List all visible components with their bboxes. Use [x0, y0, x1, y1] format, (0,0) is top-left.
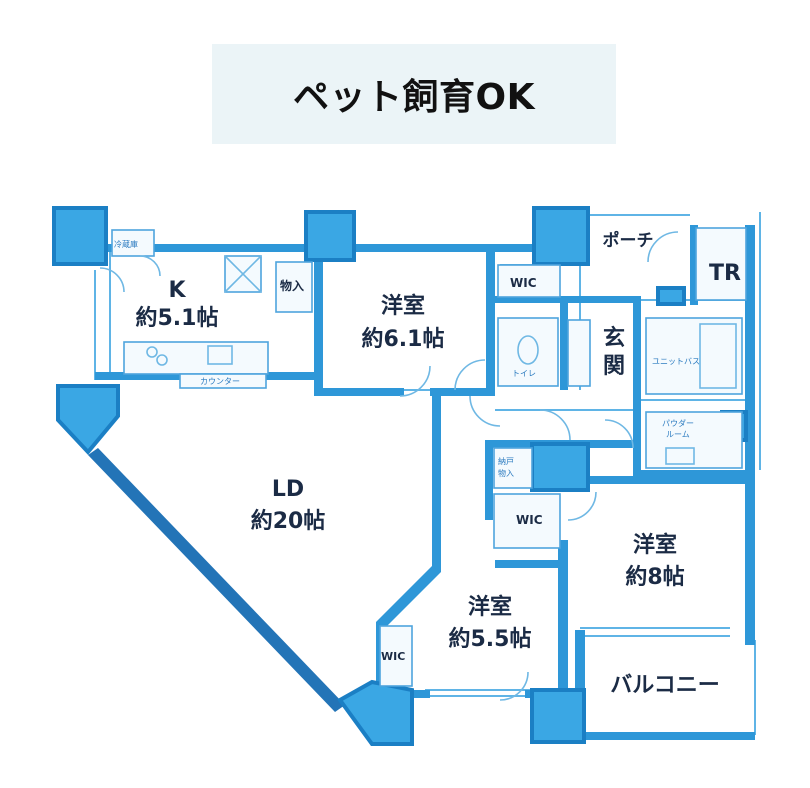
closet-line2-label: 物入 [498, 468, 514, 478]
fixtures: 冷蔵庫 物入 カウンター WIC トイレ [111, 227, 747, 687]
storage-label: 物入 [280, 278, 304, 293]
ld-size: 約20帖 [251, 508, 326, 534]
kitchen-size: 約5.1帖 [136, 305, 219, 331]
western1-size: 約6.1帖 [362, 326, 445, 352]
western1-name: 洋室 [381, 293, 425, 319]
toilet-label: トイレ [512, 369, 536, 378]
wic-mid-label: WIC [516, 513, 543, 527]
wic-top-label: WIC [510, 276, 537, 290]
western2-size: 約5.5帖 [449, 626, 532, 652]
western3-name: 洋室 [633, 532, 677, 558]
kitchen-name: K [168, 278, 186, 303]
entrance-name-line1: 玄 [603, 325, 625, 351]
tr-name: TR [709, 261, 741, 286]
wic-bottom-label: WIC [381, 650, 405, 663]
columns [52, 206, 748, 746]
western2-name: 洋室 [468, 594, 512, 620]
walls [88, 225, 755, 740]
western3-size: 約8帖 [625, 564, 684, 590]
bath-label: ユニットバス [652, 357, 700, 366]
room-labels: K 約5.1帖 洋室 約6.1帖 LD 約20帖 洋室 約5.5帖 洋室 約8帖… [136, 230, 742, 698]
fridge-label: 冷蔵庫 [114, 239, 138, 249]
powder-line2-label: ルーム [666, 430, 690, 439]
entrance-name-line2: 関 [603, 354, 625, 379]
powder-line1-label: パウダー [662, 418, 694, 428]
porch-name: ポーチ [603, 230, 654, 251]
pet-allowed-banner: ペット飼育OK [212, 44, 616, 144]
ld-name: LD [272, 477, 304, 502]
counter-label: カウンター [200, 377, 240, 386]
balcony-name: バルコニー [610, 673, 720, 698]
closet-line1-label: 納戸 [498, 456, 514, 466]
doors [99, 231, 679, 701]
